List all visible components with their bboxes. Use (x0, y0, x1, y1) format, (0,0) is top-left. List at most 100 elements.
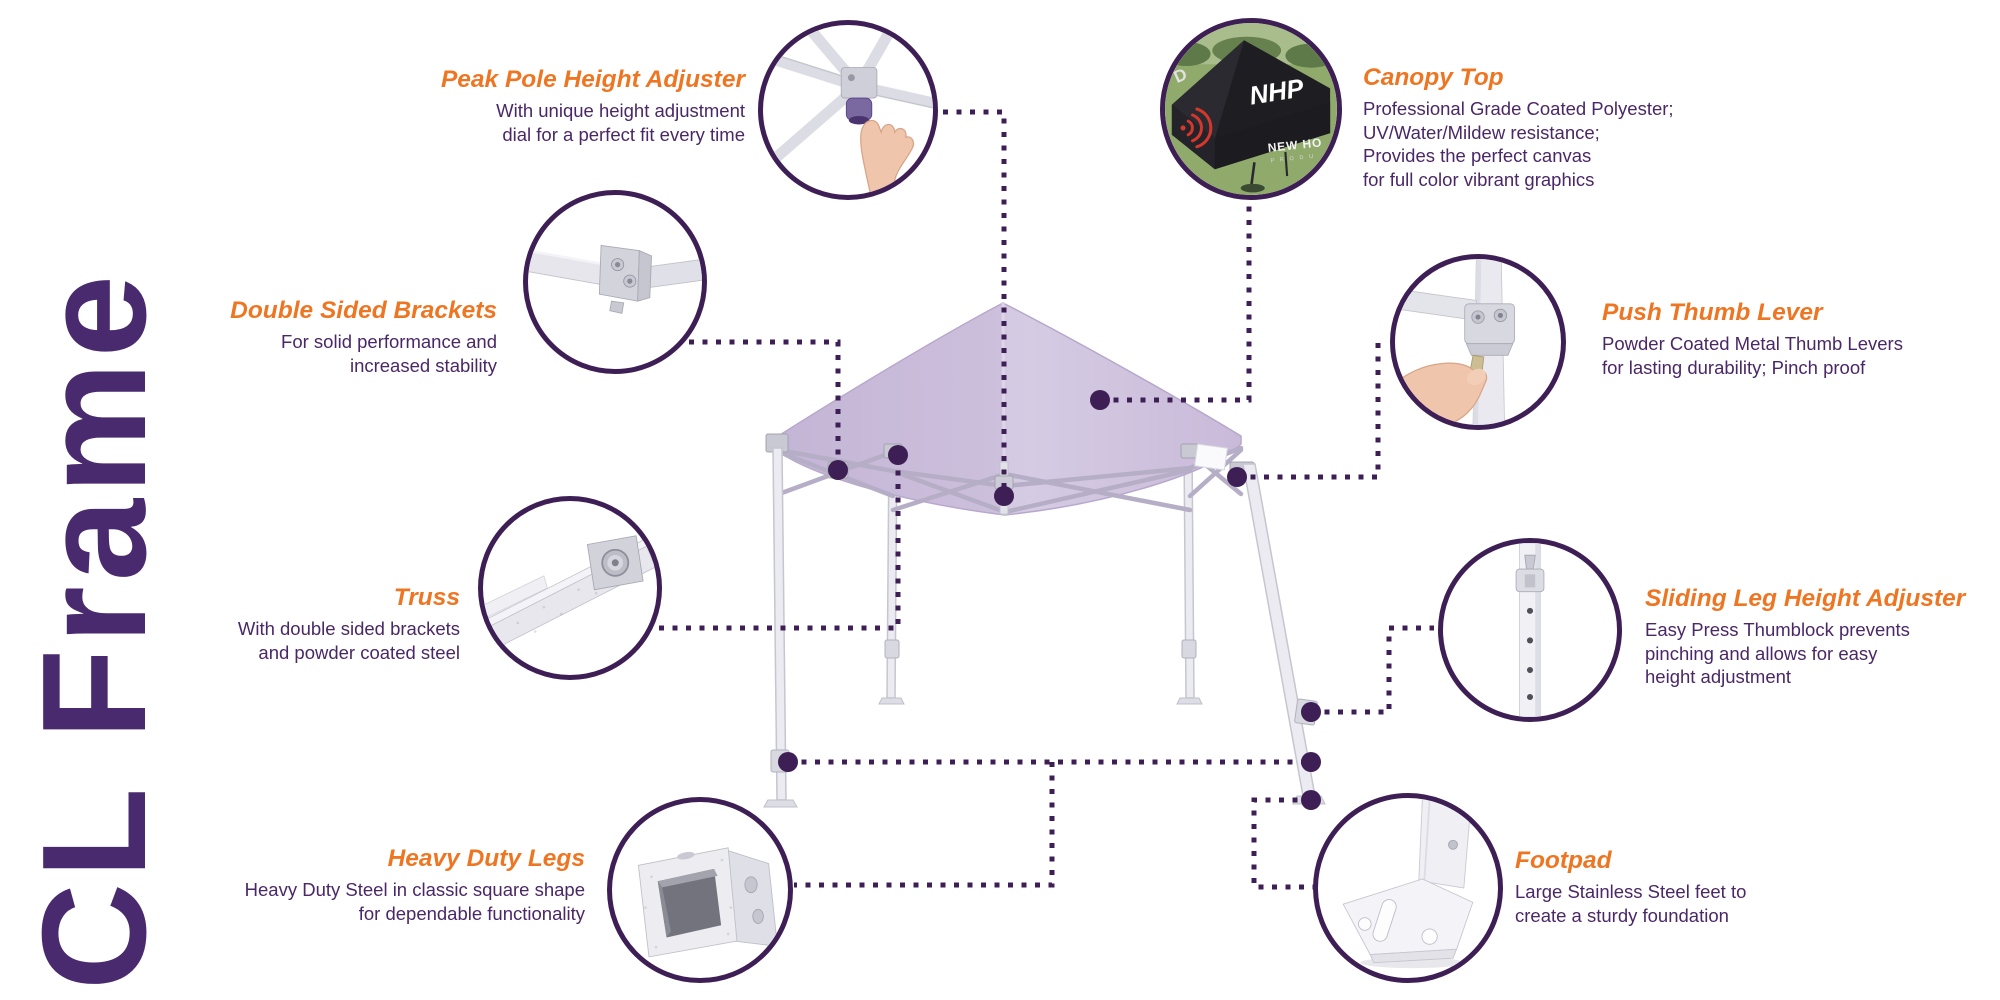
callout-line: for dependable functionality (358, 902, 585, 924)
connector-footpad (1251, 797, 1314, 890)
connector-dot (1227, 467, 1247, 487)
thumb-graphic (1466, 368, 1486, 386)
photo-sliding-leg-height-adjuster (1438, 538, 1622, 722)
dial-bottom (848, 115, 870, 125)
tube-top-hole (677, 851, 695, 860)
photo-heavy-duty-legs (607, 797, 793, 983)
connector-double-brackets (686, 339, 841, 468)
speckle-texture (644, 858, 733, 949)
connector-push-thumb (1237, 340, 1386, 480)
photo-double-sided-brackets (523, 190, 707, 374)
slider-tab-graphic (1524, 554, 1536, 570)
bracket-tab (609, 300, 625, 314)
photo-truss (478, 496, 662, 680)
screw-graphic (848, 74, 855, 82)
banner-text: NEW HO (1267, 135, 1323, 155)
leg-hole (1448, 839, 1458, 850)
footpad-front-left (763, 799, 798, 808)
callout-canopy-top: Canopy Top Professional Grade Coated Pol… (1363, 64, 1674, 191)
callout-line: Powder Coated Metal Thumb Levers (1602, 333, 1903, 354)
adjustment-holes (1526, 607, 1534, 701)
callout-line: Easy Press Thumblock prevents (1645, 619, 1910, 640)
bolt-center (1497, 312, 1503, 318)
connector-dot (1090, 390, 1110, 410)
connector-dot (888, 445, 908, 465)
tent-leg-front-left (772, 447, 787, 801)
footpad-plate-graphic (1342, 878, 1474, 956)
callout-line: create a sturdy foundation (1515, 904, 1729, 926)
photo-canopy-top: NHP D NEW HO P R O D U (1160, 18, 1342, 200)
callout-line: increased stability (349, 354, 497, 376)
tube-hole (744, 876, 758, 894)
bracket-graphic (1464, 303, 1515, 345)
callout-title: Heavy Duty Legs (387, 845, 585, 872)
callout-title: Footpad (1515, 847, 1612, 874)
truss-bar-graphic (1395, 288, 1477, 321)
tube-inner-wall-left (657, 881, 671, 938)
tent-legs-distant (1240, 151, 1289, 193)
callout-footpad: Footpad Large Stainless Steel feet to cr… (1515, 847, 1746, 927)
bracket-flange (637, 250, 652, 302)
callout-line: height adjustment (1645, 666, 1792, 687)
canopy-left-valance (1171, 104, 1215, 170)
connector-dots (778, 390, 1321, 810)
callout-line: Large Stainless Steel feet to (1515, 881, 1747, 902)
callout-double-sided-brackets: Double Sided Brackets For solid performa… (230, 297, 497, 377)
callout-line: for lasting durability; Pinch proof (1602, 356, 1866, 378)
connector-peak-pole (943, 109, 1007, 490)
footpad-back-left (878, 697, 905, 705)
callout-line: dial for a perfect fit every time (502, 123, 745, 145)
pole-shade (1535, 543, 1541, 717)
callout-line: and powder coated steel (258, 641, 460, 663)
tent-leg-back-right (1183, 446, 1195, 699)
callout-title: Truss (393, 584, 460, 611)
canopy-front-valance (1214, 102, 1331, 170)
leg-slider (1181, 639, 1197, 659)
callout-title: Sliding Leg Height Adjuster (1645, 585, 1966, 612)
connector-dot (828, 460, 848, 480)
callout-line: pinching and allows for easy (1645, 642, 1878, 664)
connector-truss (655, 457, 901, 631)
callout-line: for full color vibrant graphics (1363, 168, 1595, 190)
plate-hole (1358, 917, 1372, 931)
plate-edge (1369, 948, 1458, 964)
plate-slot (1372, 899, 1397, 942)
photo-push-thumb-lever (1390, 254, 1566, 430)
tent-leg-front-right (1242, 463, 1316, 797)
connector-dot (778, 752, 798, 772)
callout-sliding-leg-height-adjuster: Sliding Leg Height Adjuster Easy Press T… (1645, 585, 1965, 689)
red-signal-logo (1186, 107, 1213, 149)
connector-dot (1301, 752, 1321, 772)
callout-line: Provides the perfect canvas (1363, 145, 1592, 166)
photo-peak-pole-height-adjuster (758, 20, 938, 200)
callout-line: For solid performance and (281, 331, 497, 352)
bolt-center (611, 559, 619, 567)
callout-line: UV/Water/Mildew resistance; (1363, 121, 1600, 143)
connector-dot (1301, 702, 1321, 722)
red-signal-dot (1180, 125, 1186, 131)
callout-line: Heavy Duty Steel in classic square shape (244, 879, 585, 900)
callout-title: Peak Pole Height Adjuster (440, 66, 745, 93)
connector-sliding-leg (1311, 625, 1434, 715)
connector-heavy-legs (788, 759, 1311, 888)
hub-graphic (840, 67, 878, 99)
tube-hole (752, 908, 764, 924)
callout-heavy-duty-legs: Heavy Duty Legs Heavy Duty Steel in clas… (245, 845, 585, 925)
bracket-body-graphic (598, 244, 640, 302)
callout-title: Canopy Top (1363, 64, 1504, 91)
connector-dot (994, 486, 1014, 506)
banner-subtext: P R O D U (1270, 154, 1315, 165)
tube-opening (657, 868, 722, 938)
bolt-center (615, 261, 621, 268)
footpad-back-right (1176, 697, 1203, 705)
canopy-label-tag (1194, 443, 1228, 471)
plate-hole (1421, 928, 1438, 945)
connector-lines (655, 109, 1434, 890)
callout-title: Double Sided Brackets (230, 297, 497, 324)
slider-slot (1524, 574, 1536, 588)
bracket-flange (1465, 343, 1514, 356)
leg-edge (1423, 799, 1431, 883)
tent-illustration (763, 302, 1326, 808)
